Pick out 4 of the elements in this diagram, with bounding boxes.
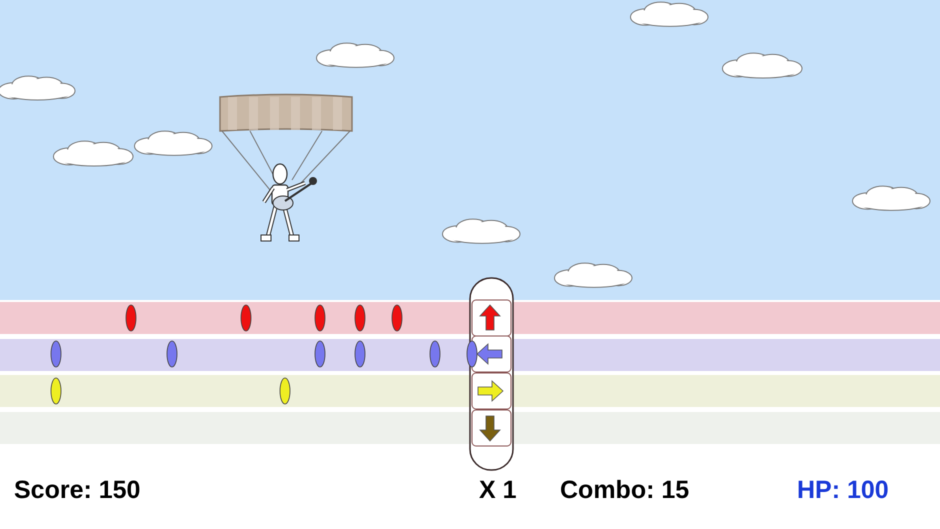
combo-text: Combo: 15	[560, 476, 690, 505]
hp-text: HP: 100	[797, 476, 889, 505]
multiplier-text: X 1	[479, 476, 517, 505]
score-text: Score: 150	[14, 476, 140, 505]
